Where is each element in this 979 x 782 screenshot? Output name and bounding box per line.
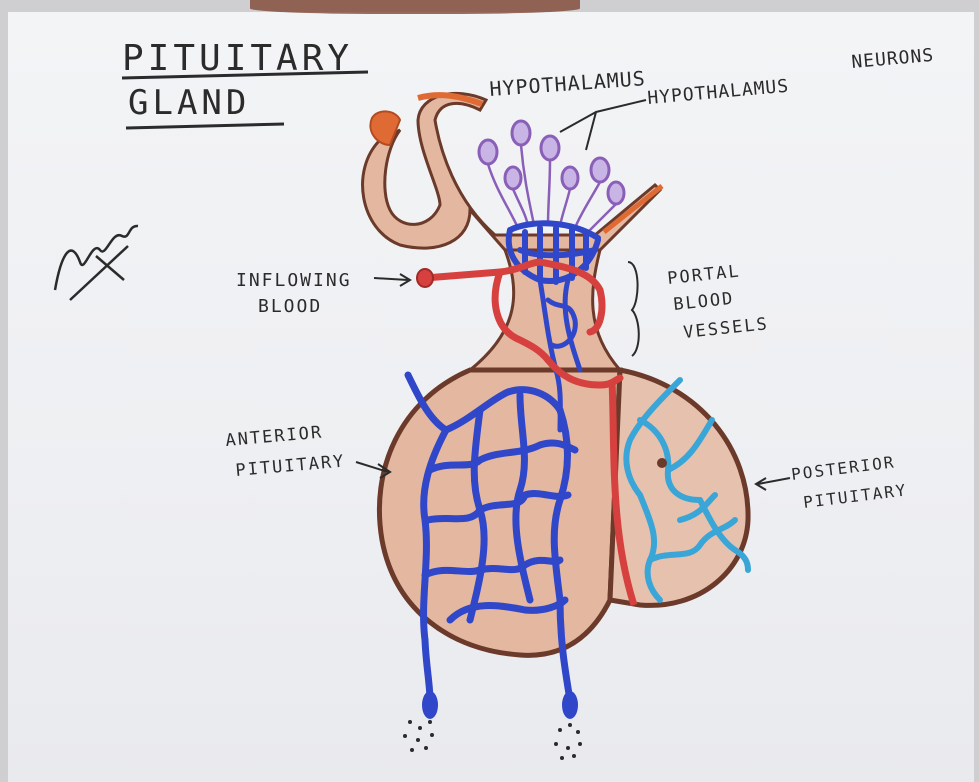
label-inflowing-1: INFLOWING: [236, 270, 352, 291]
anterior-lobe: [379, 370, 620, 655]
label-portal-2: BLOOD: [672, 289, 735, 315]
posterior-arrow: [756, 478, 790, 490]
title-line-2: GLAND: [128, 83, 250, 123]
label-posterior-2: PITUITARY: [802, 480, 908, 512]
label-portal-3: VESSELS: [682, 314, 769, 343]
label-posterior-1: POSTERIOR: [790, 452, 896, 484]
portal-brace: [628, 262, 639, 356]
posterior-lobe: [610, 370, 748, 605]
signature: [55, 226, 138, 300]
hormone-dots: [403, 720, 582, 760]
label-portal-1: PORTAL: [666, 261, 741, 289]
label-hypothalamus-neurons-1: HYPOTHALAMUS: [647, 76, 790, 109]
label-anterior-1: ANTERIOR: [225, 423, 324, 451]
vein-outflow-right: [562, 691, 578, 719]
neurons-pointer: [560, 100, 646, 150]
hypothalamus-neurons: [479, 121, 624, 204]
label-anterior-2: PITUITARY: [235, 451, 346, 481]
inflowing-arrow: [374, 274, 410, 286]
label-inflowing-2: BLOOD: [258, 296, 322, 317]
artery-opening: [417, 269, 433, 287]
label-hypothalamus-neurons-2: NEURONS: [851, 45, 935, 73]
posterior-spot: [657, 458, 667, 468]
vein-outflow-left: [422, 691, 438, 719]
title-underline-2: [126, 124, 284, 128]
label-hypothalamus: HYPOTHALAMUS: [489, 66, 647, 101]
